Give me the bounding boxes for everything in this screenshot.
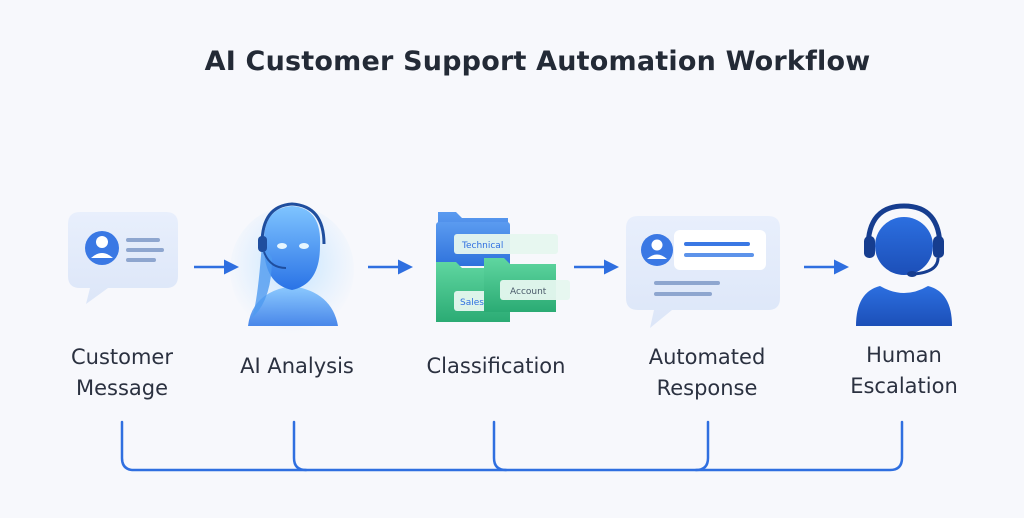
step-label-customer-message: Customer Message (70, 345, 173, 400)
response-card-icon (626, 216, 780, 328)
step-label-ai-analysis: AI Analysis (240, 354, 354, 378)
diagram-title: AI Customer Support Automation Workflow (204, 46, 871, 77)
chat-bubble-user-icon (68, 212, 178, 304)
step-label-human-escalation: Human Escalation (850, 343, 958, 398)
bottom-connector (120, 420, 904, 472)
folders-icon (436, 212, 570, 322)
folder-label-technical: Technical (461, 241, 503, 251)
human-agent-headset-icon (856, 203, 952, 326)
step-label-classification: Classification (426, 354, 566, 378)
folder-label-sales: Sales (460, 298, 484, 308)
step-label-automated-response: Automated Response (648, 345, 766, 400)
folder-label-account: Account (510, 287, 547, 297)
ai-agent-headset-icon (230, 202, 354, 334)
